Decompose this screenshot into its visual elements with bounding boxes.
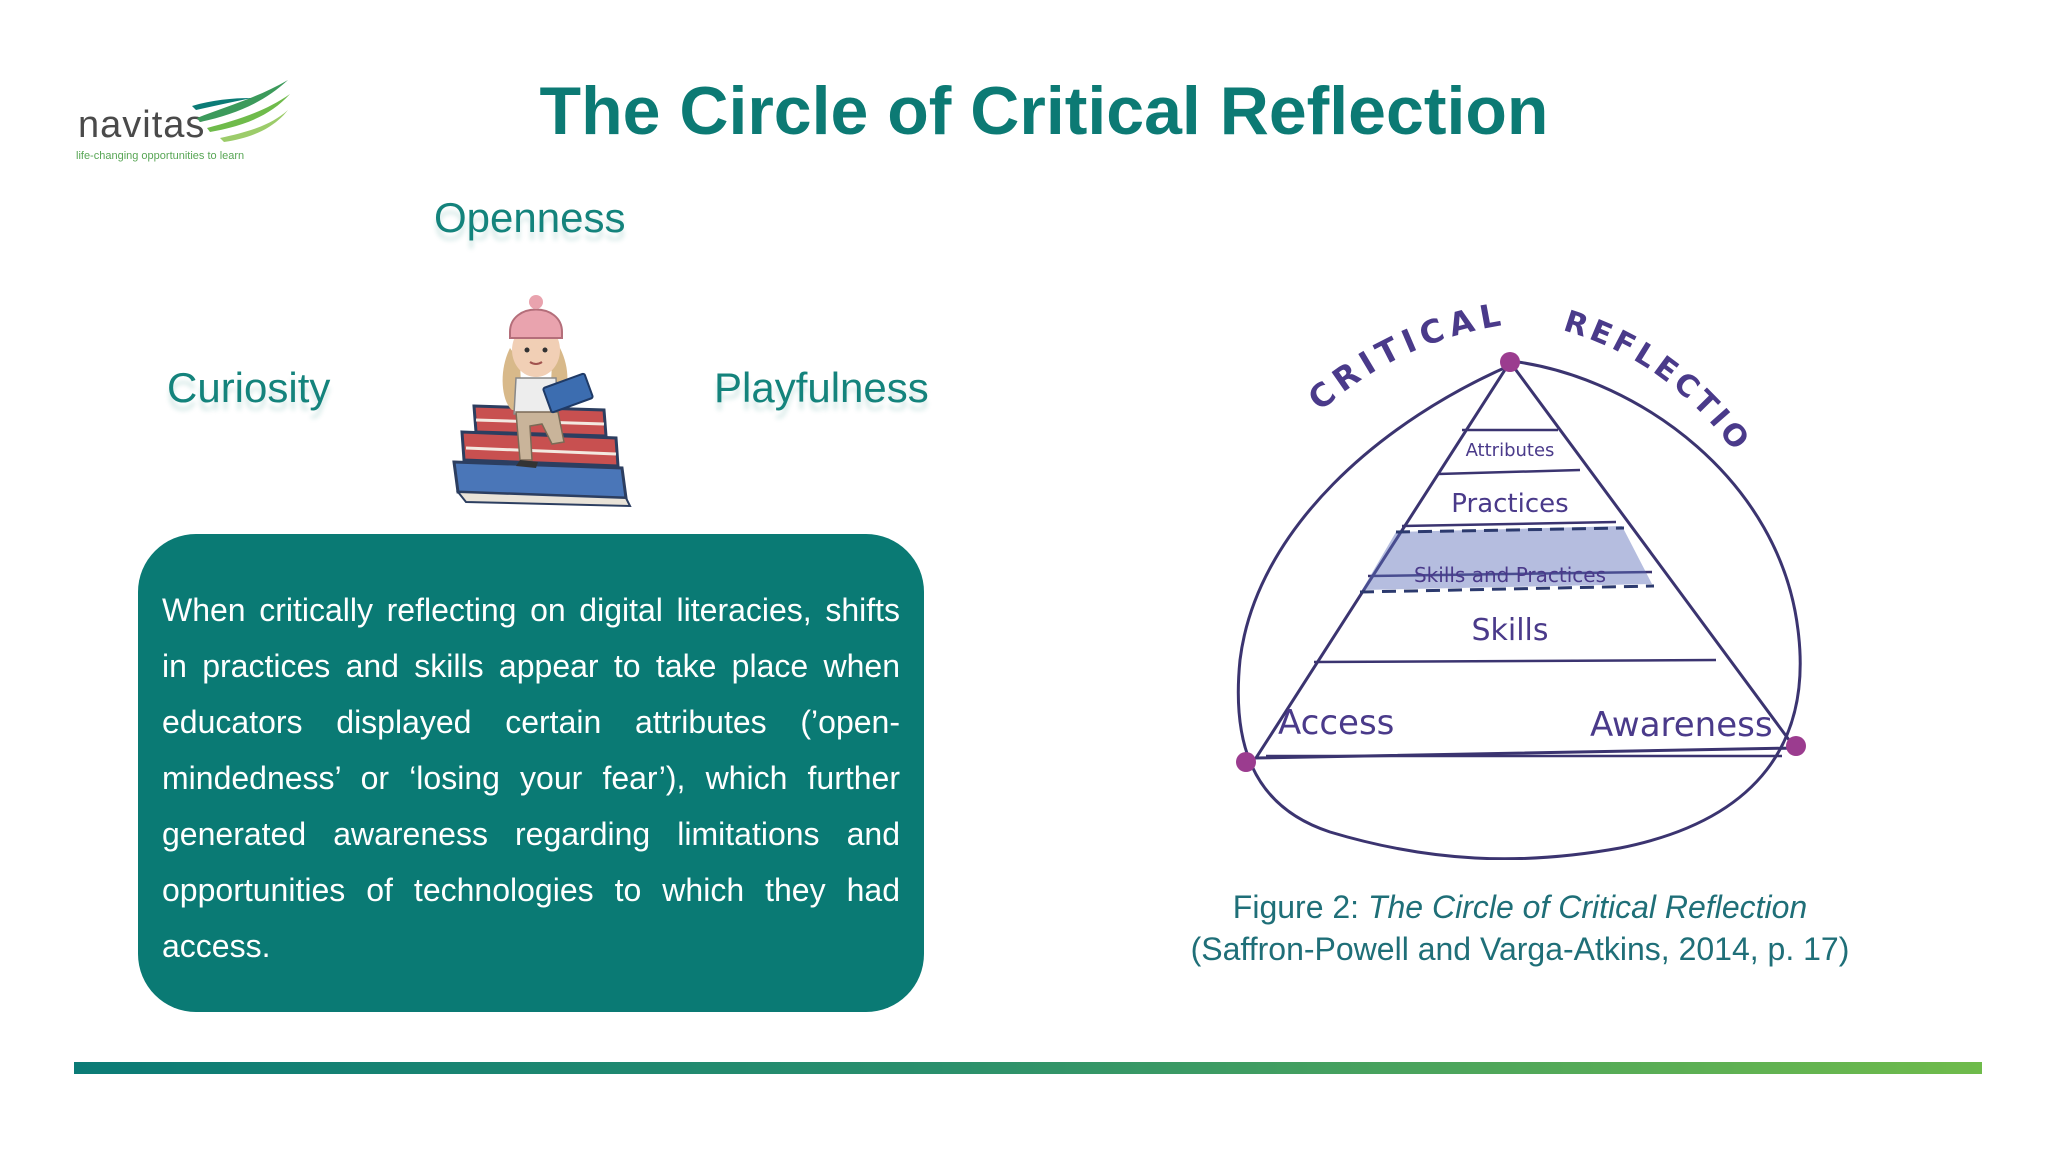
caption-prefix: Figure 2: (1232, 889, 1368, 925)
attribute-openness: Openness (434, 194, 626, 241)
svg-text:CRITICAL: CRITICAL (1301, 300, 1510, 418)
logo-tagline: life-changing opportunities to learn (76, 150, 245, 162)
level-attributes: Attributes (1466, 440, 1555, 461)
level-skills-and-practices: Skills and Practices (1414, 563, 1606, 587)
level-skills: Skills (1471, 613, 1548, 648)
base-awareness: Awareness (1590, 705, 1773, 745)
logo-wordmark: navitas (78, 104, 206, 146)
avatar-reading-on-books-illustration (452, 295, 632, 508)
pyramid-outline (1253, 359, 1798, 760)
attribute-playfulness: Playfulness (714, 364, 929, 411)
slide-title: The Circle of Critical Reflection (539, 73, 1549, 149)
avatar-person (502, 295, 594, 468)
caption-line-1: Figure 2: The Circle of Critical Reflect… (1120, 886, 1920, 928)
attribute-curiosity: Curiosity (167, 364, 331, 411)
logo-swoosh-icon (192, 80, 290, 142)
critical-reflection-diagram: Attributes Practices Skills and Practice… (1220, 300, 1806, 860)
reflection-circle (1236, 360, 1802, 860)
base-access: Access (1278, 703, 1394, 743)
caption-title: The Circle of Critical Reflection (1367, 889, 1808, 925)
skills-practices-band (1362, 526, 1652, 590)
arc-critical: CRITICAL (1301, 300, 1504, 418)
quote-panel: When critically reflecting on digital li… (138, 534, 924, 1012)
bottom-gradient-bar (74, 1062, 1982, 1074)
navitas-logo: navitas life-changing opportunities to l… (74, 76, 290, 168)
level-practices: Practices (1451, 489, 1568, 519)
quote-text: When critically reflecting on digital li… (162, 592, 900, 964)
apex-node (1500, 352, 1520, 372)
left-node (1236, 752, 1256, 772)
right-node (1786, 736, 1806, 756)
caption-citation: (Saffron-Powell and Varga-Atkins, 2014, … (1190, 931, 1850, 967)
figure-caption: Figure 2: The Circle of Critical Reflect… (1120, 886, 1920, 970)
